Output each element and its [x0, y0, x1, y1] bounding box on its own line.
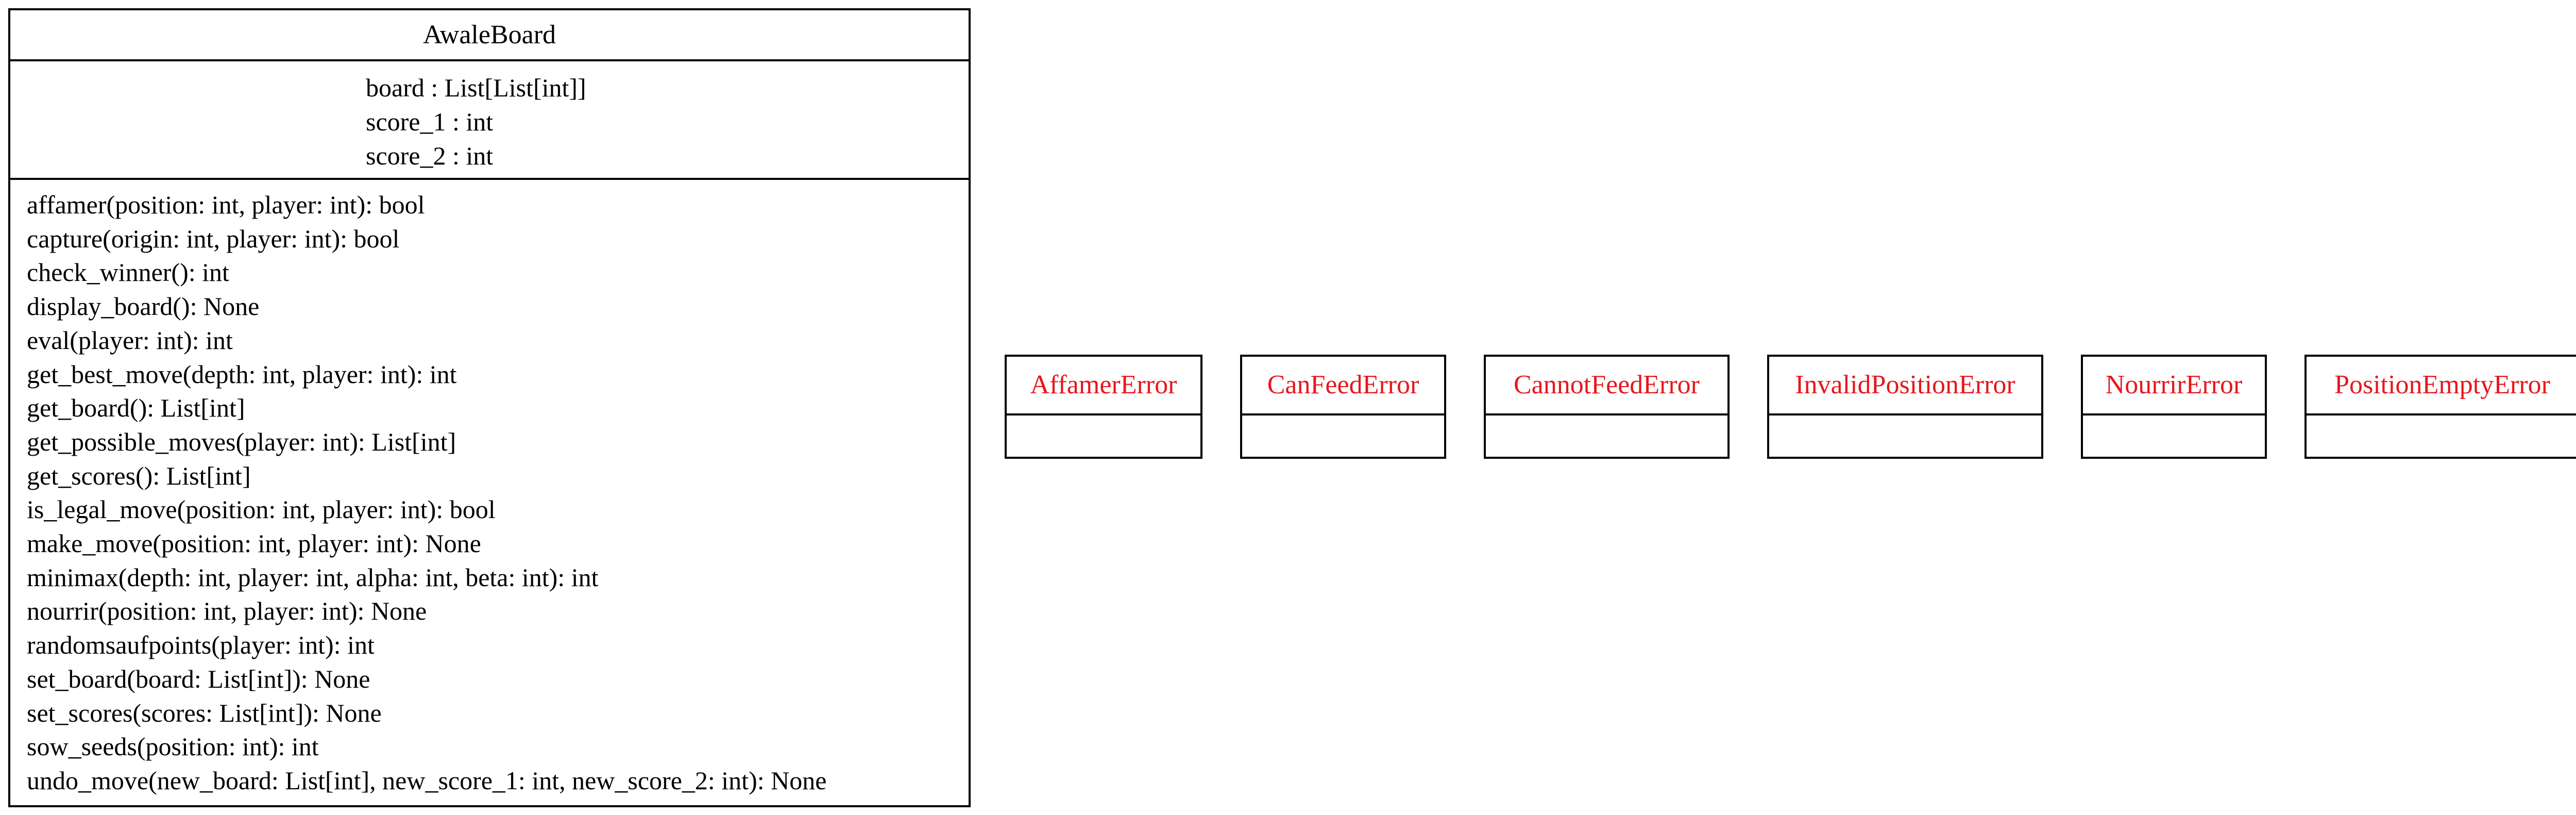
method: set_scores(scores: List[int]): None	[27, 698, 382, 727]
class-name: AffamerError	[1030, 370, 1177, 400]
class-box-positionemptyerror: PositionEmptyError	[2304, 355, 2576, 459]
attributes-section	[1007, 413, 1200, 457]
attributes-section: board : List[List[int]] score_1 : int sc…	[10, 59, 969, 178]
class-name: AwaleBoard	[422, 20, 556, 49]
attributes-section	[2307, 413, 2576, 457]
method: sow_seeds(position: int): int	[27, 732, 319, 761]
method: display_board(): None	[27, 292, 260, 321]
attributes-section	[2083, 413, 2265, 457]
method: make_move(position: int, player: int): N…	[27, 529, 481, 558]
attribute: score_1 : int	[366, 107, 494, 136]
class-name: PositionEmptyError	[2334, 370, 2550, 400]
method: randomsaufpoints(player: int): int	[27, 630, 375, 660]
method: minimax(depth: int, player: int, alpha: …	[27, 562, 599, 592]
method: nourrir(position: int, player: int): Non…	[27, 596, 427, 626]
method: get_possible_moves(player: int): List[in…	[27, 427, 456, 456]
method: capture(origin: int, player: int): bool	[27, 224, 400, 253]
methods-section: affamer(position: int, player: int): boo…	[10, 178, 969, 805]
class-name: CannotFeedError	[1513, 370, 1700, 400]
class-box-nourrirerror: NourrirError	[2081, 355, 2267, 459]
attribute: board : List[List[int]]	[366, 73, 586, 102]
attributes-section	[1242, 413, 1444, 457]
method: check_winner(): int	[27, 258, 229, 287]
class-box-awaleboard: AwaleBoard board : List[List[int]] score…	[8, 8, 971, 807]
class-name: CanFeedError	[1267, 370, 1419, 400]
class-box-canfeederror: CanFeedError	[1240, 355, 1446, 459]
class-name: InvalidPositionError	[1795, 370, 2015, 400]
method: get_board(): List[int]	[27, 393, 245, 423]
method: get_best_move(depth: int, player: int): …	[27, 359, 457, 389]
class-box-affamererror: AffamerError	[1005, 355, 1202, 459]
method: set_board(board: List[int]): None	[27, 664, 370, 693]
attributes-section	[1769, 413, 2041, 457]
method: eval(player: int): int	[27, 325, 233, 355]
class-box-cannotfeederror: CannotFeedError	[1484, 355, 1730, 459]
attributes-section	[1486, 413, 1727, 457]
class-name: NourrirError	[2105, 370, 2243, 400]
method: undo_move(new_board: List[int], new_scor…	[27, 766, 827, 795]
class-box-invalidpositionerror: InvalidPositionError	[1767, 355, 2043, 459]
method: affamer(position: int, player: int): boo…	[27, 190, 425, 219]
attribute: score_2 : int	[366, 141, 494, 170]
method: is_legal_move(position: int, player: int…	[27, 495, 496, 524]
method: get_scores(): List[int]	[27, 461, 251, 490]
